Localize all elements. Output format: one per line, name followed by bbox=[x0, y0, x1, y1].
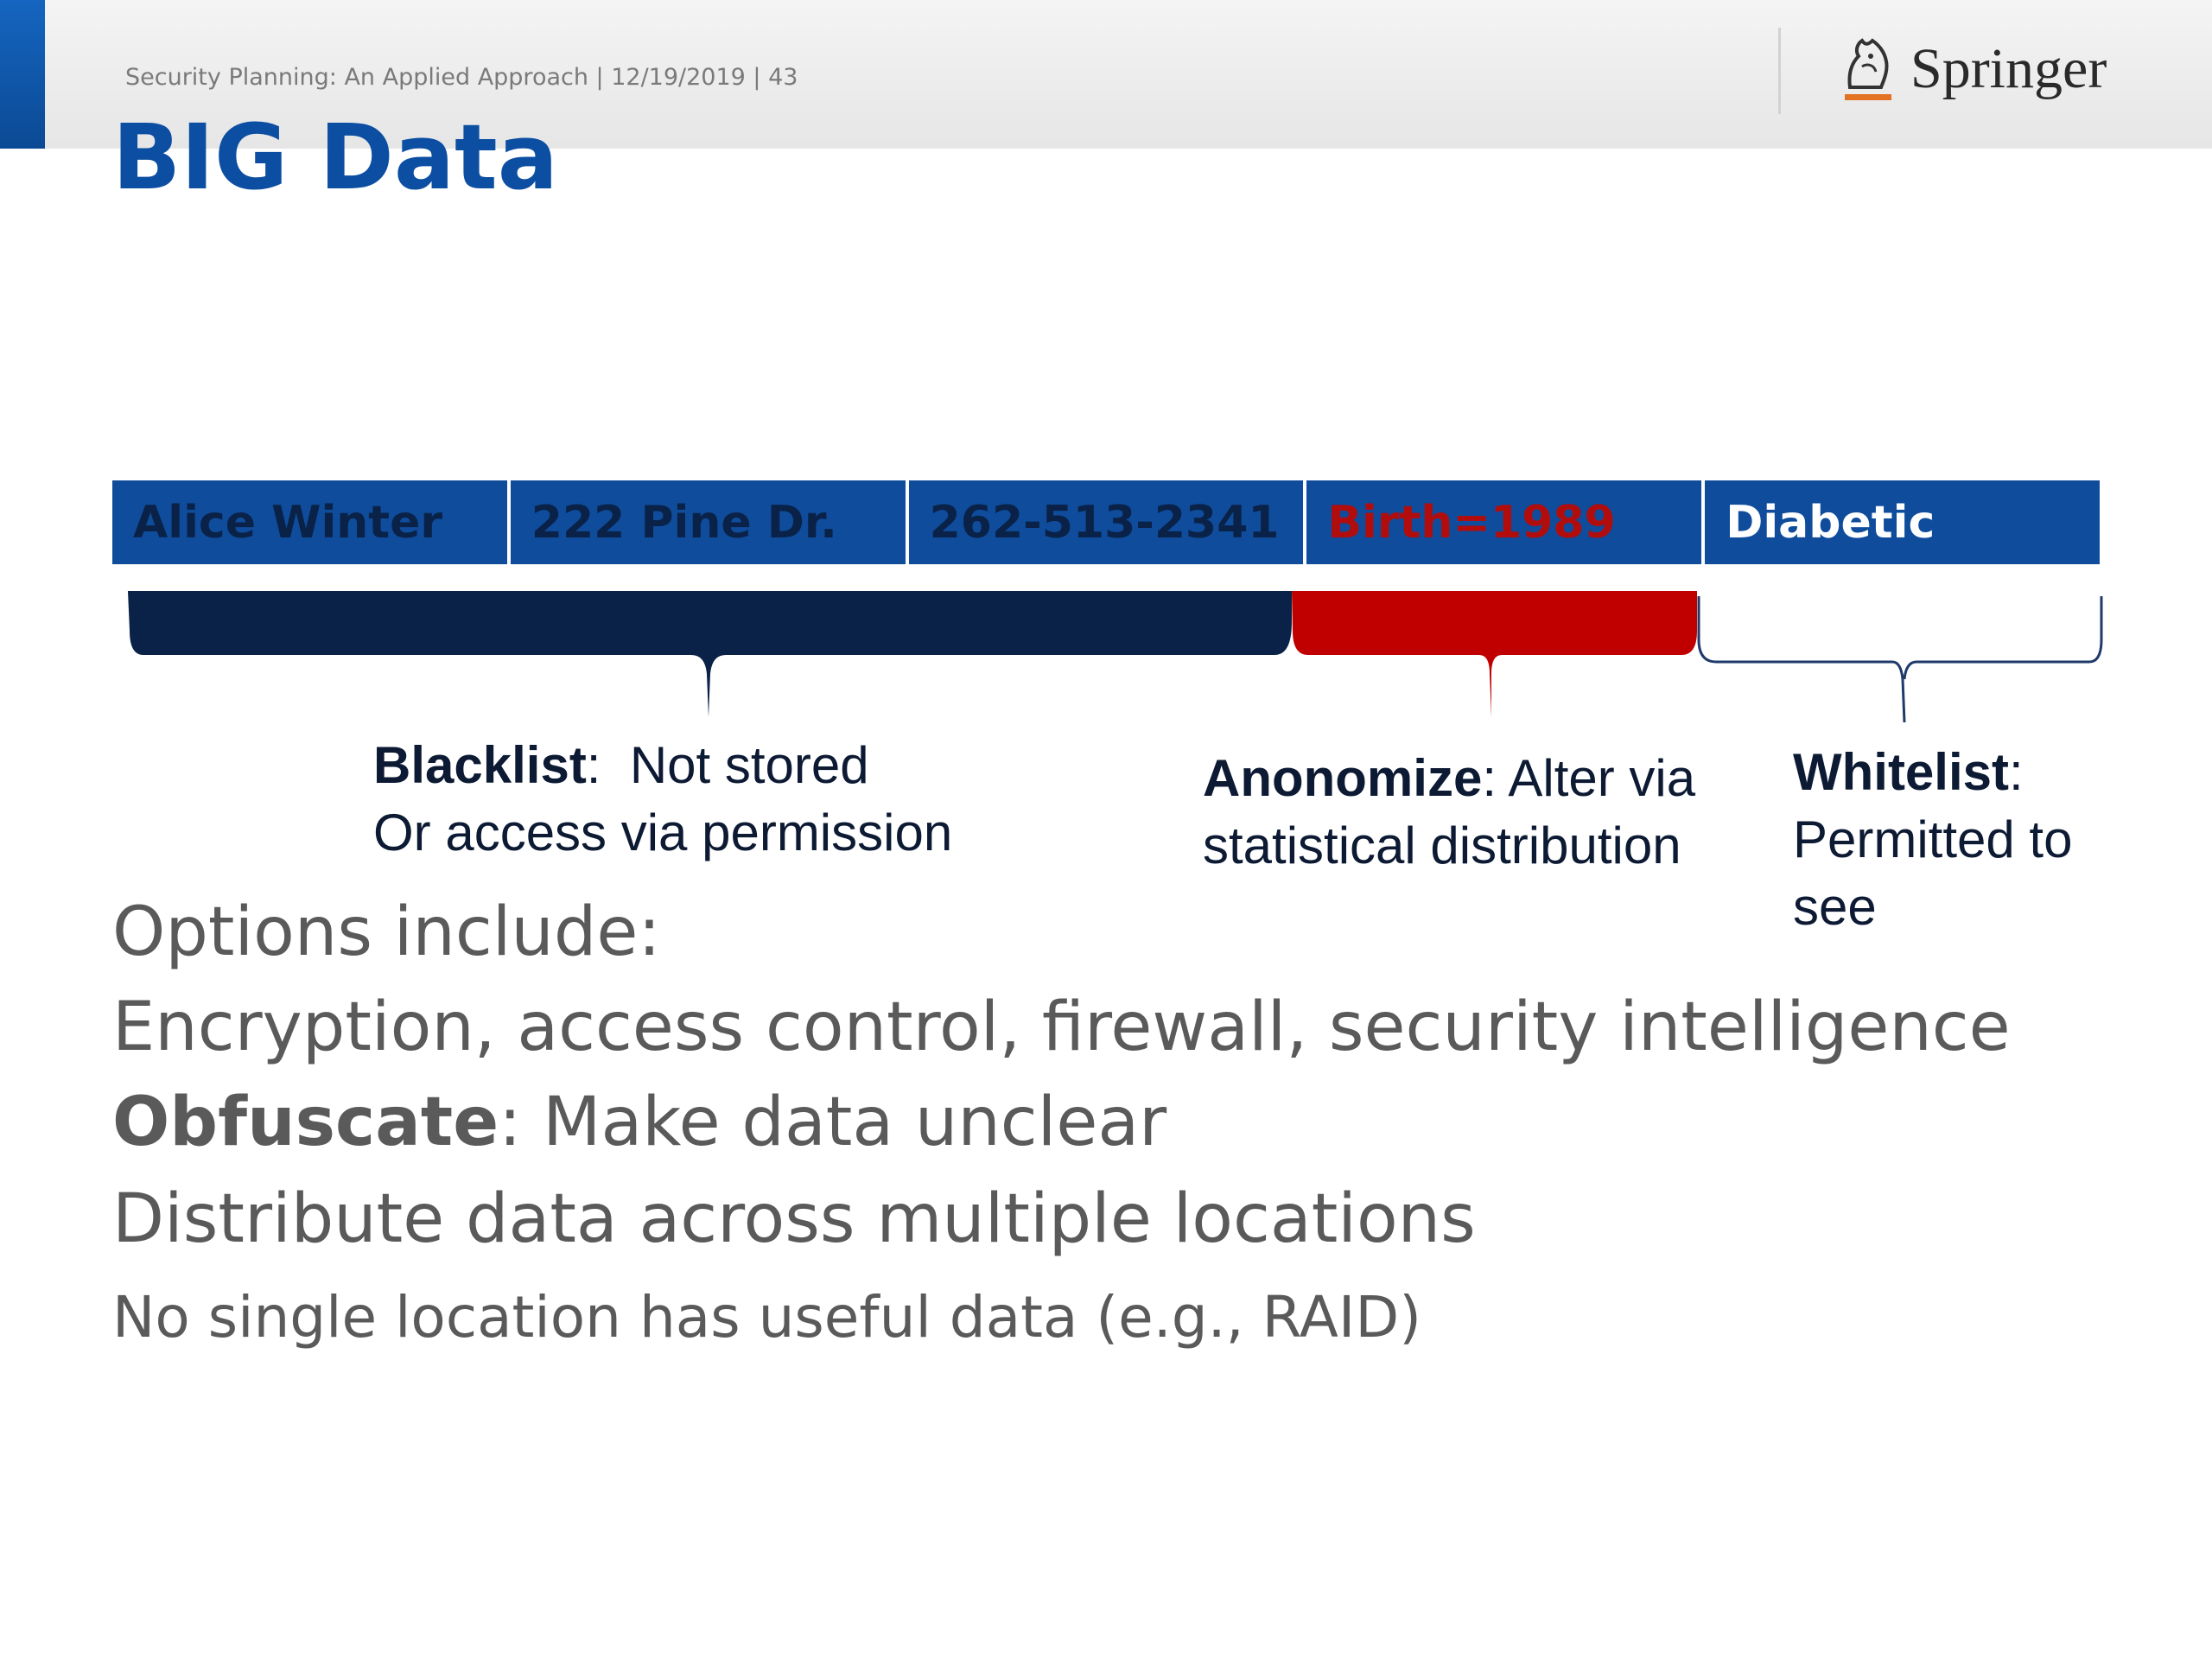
header-divider bbox=[1778, 28, 1781, 114]
option-distribute: Distribute data across multiple location… bbox=[112, 1180, 1476, 1258]
blacklist-line2: Or access via permission bbox=[373, 804, 953, 861]
options-heading: Options include: bbox=[112, 893, 661, 971]
springer-horse-icon bbox=[1845, 38, 1891, 100]
record-field-name: Alice Winter bbox=[112, 480, 507, 564]
springer-logo: Springer bbox=[1836, 26, 2107, 112]
anonymize-term: Anonomize bbox=[1203, 749, 1483, 807]
whitelist-line2: Permitted to bbox=[1793, 810, 2073, 868]
record-field-birth: Birth=1989 bbox=[1306, 480, 1702, 564]
whitelist-sep: : bbox=[2009, 743, 2024, 801]
springer-logo-text: Springer bbox=[1910, 37, 2107, 100]
anonymize-brace bbox=[1292, 591, 1697, 717]
slide-header bbox=[0, 0, 2212, 149]
obfuscate-term: Obfuscate bbox=[112, 1084, 499, 1161]
slide-meta-text: Security Planning: An Applied Approach |… bbox=[125, 64, 798, 91]
anonymize-sep: : bbox=[1482, 749, 1509, 807]
anonymize-line1: Alter via bbox=[1508, 749, 1696, 807]
whitelist-line3: see bbox=[1793, 878, 1877, 936]
blacklist-brace bbox=[128, 591, 1292, 717]
anonymize-caption: Anonomize: Alter via statistical distrib… bbox=[1203, 745, 1695, 880]
data-record-bar: Alice Winter 222 Pine Dr. 262-513-2341 B… bbox=[112, 480, 2100, 564]
blacklist-caption: Blacklist: Not stored Or access via perm… bbox=[373, 732, 952, 867]
record-field-phone: 262-513-2341 bbox=[908, 480, 1304, 564]
record-field-address: 222 Pine Dr. bbox=[510, 480, 906, 564]
blacklist-line1: Not stored bbox=[629, 736, 869, 794]
option-raid-note: No single location has useful data (e.g.… bbox=[112, 1284, 1421, 1351]
option-obfuscate: Obfuscate: Make data unclear bbox=[112, 1089, 1166, 1156]
whitelist-term: Whitelist bbox=[1793, 743, 2009, 801]
blacklist-sep: : bbox=[586, 736, 630, 794]
whitelist-brace bbox=[1697, 596, 2103, 723]
blacklist-term: Blacklist bbox=[373, 736, 587, 794]
slide-title: BIG Data bbox=[112, 105, 558, 210]
anonymize-line2: statistical distribution bbox=[1203, 817, 1681, 874]
obfuscate-desc: : Make data unclear bbox=[499, 1084, 1167, 1161]
whitelist-caption: Whitelist: Permitted to see bbox=[1793, 739, 2072, 941]
record-field-condition: Diabetic bbox=[1705, 480, 2100, 564]
category-braces bbox=[128, 591, 2103, 723]
option-encryption: Encryption, access control, firewall, se… bbox=[112, 988, 2011, 1066]
header-accent-bar bbox=[0, 0, 45, 149]
